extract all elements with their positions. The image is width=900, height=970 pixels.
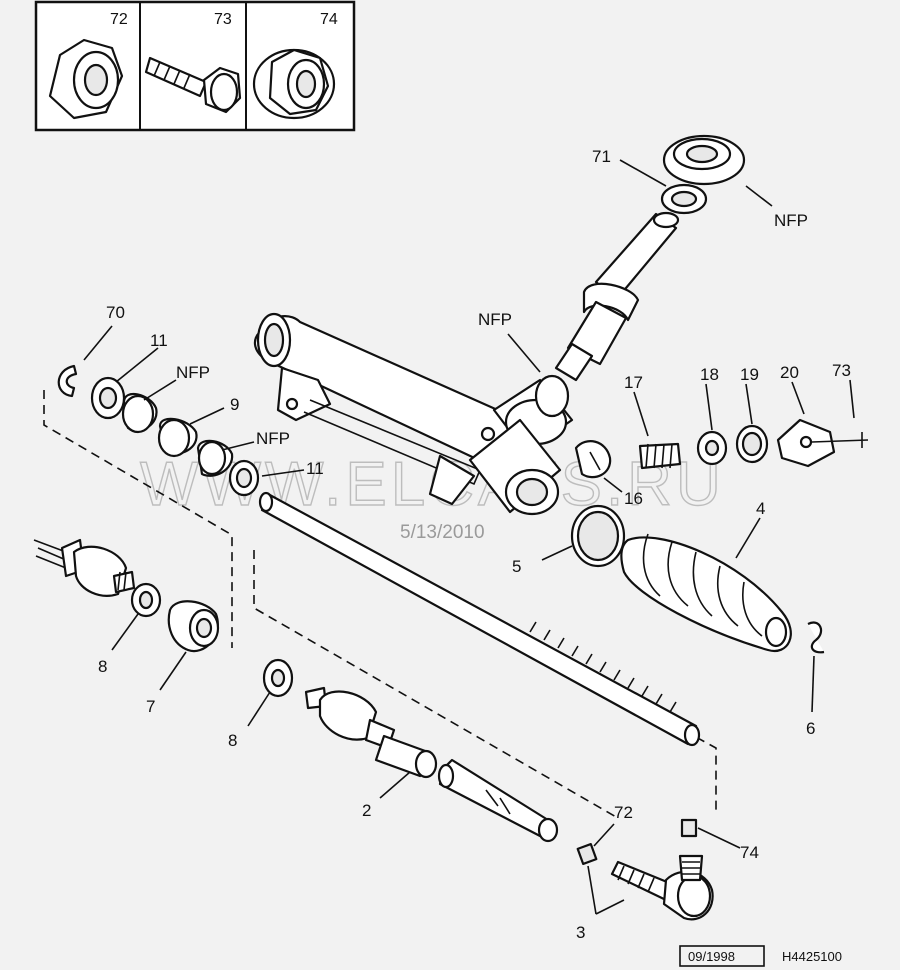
callout-19: 19 xyxy=(740,365,759,384)
nut-74 xyxy=(680,818,698,838)
footer-date: 09/1998 xyxy=(688,949,735,964)
callout-73: 73 xyxy=(832,361,851,380)
left-tie-rod xyxy=(33,538,220,653)
callout-5: 5 xyxy=(512,557,521,576)
yoke-16 xyxy=(574,440,612,479)
callout-4: 4 xyxy=(756,499,765,518)
callout-11-lower: 11 xyxy=(306,459,324,478)
leader-lines xyxy=(83,159,855,915)
gaiter-boot-4 xyxy=(620,533,792,653)
callout-8-lower: 8 xyxy=(228,731,237,750)
inset-label-74: 74 xyxy=(320,11,338,28)
callout-2: 2 xyxy=(362,801,371,820)
callout-nfp-top: NFP xyxy=(774,211,808,230)
callout-nfp-left: NFP xyxy=(176,363,210,382)
yoke-assembly xyxy=(574,418,869,479)
callout-17: 17 xyxy=(624,373,643,392)
hex-nut-icon xyxy=(48,38,124,120)
callout-7: 7 xyxy=(146,697,155,716)
nut-72 xyxy=(576,842,598,866)
bolt-icon xyxy=(144,56,242,114)
callout-8-left: 8 xyxy=(98,657,107,676)
callout-20: 20 xyxy=(780,363,799,382)
callout-9: 9 xyxy=(230,395,239,414)
callout-6: 6 xyxy=(806,719,815,738)
inset-label-73: 73 xyxy=(214,11,232,28)
callout-11-upper: 11 xyxy=(150,331,168,350)
inner-tie-rod xyxy=(262,658,559,843)
callout-18: 18 xyxy=(700,365,719,384)
pinion-shaft xyxy=(554,134,746,382)
callout-labels: 71 NFP NFP 70 11 NFP 9 NFP 11 17 18 19 2… xyxy=(98,147,851,942)
callout-16: 16 xyxy=(624,489,643,508)
callout-3: 3 xyxy=(576,923,585,942)
footer-code: H4425100 xyxy=(782,949,842,964)
left-end-parts xyxy=(57,364,260,497)
clip-6 xyxy=(807,621,825,654)
rack-bar xyxy=(258,491,701,747)
outer-tie-rod-end xyxy=(576,818,714,921)
callout-72: 72 xyxy=(614,803,633,822)
watermark-date: 5/13/2010 xyxy=(400,522,485,543)
callout-nfp-mid: NFP xyxy=(478,310,512,329)
dust-cover-nfp xyxy=(662,134,746,186)
callout-70: 70 xyxy=(106,303,125,322)
callout-nfp-low: NFP xyxy=(256,429,290,448)
fastener-inset: 72 73 74 xyxy=(34,0,356,132)
callout-74: 74 xyxy=(740,843,759,862)
inset-label-72: 72 xyxy=(110,11,128,28)
circlip-70 xyxy=(57,364,78,398)
rack-housing xyxy=(253,312,574,516)
flange-nut-icon xyxy=(252,48,336,120)
callout-71: 71 xyxy=(592,147,611,166)
footer: 09/1998 H4425100 xyxy=(679,945,842,967)
